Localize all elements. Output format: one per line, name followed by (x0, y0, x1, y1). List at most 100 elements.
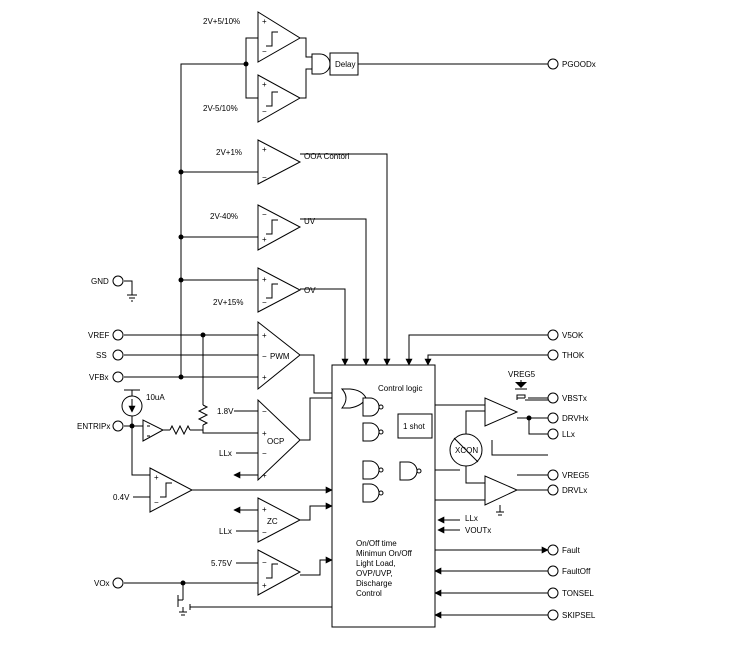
pin-ss-label: SS (96, 351, 107, 360)
svg-text:−: − (262, 173, 267, 182)
svg-text:+: + (262, 275, 267, 284)
and-gate-pgood (311, 53, 331, 75)
pgood-hi-threshold: 2V+5/10% (203, 17, 240, 26)
svg-text:+: + (262, 145, 267, 154)
pin-vfb: VFBx (89, 371, 124, 383)
ooa-threshold: 2V+1% (216, 148, 242, 157)
ocp-label: OCP (267, 437, 284, 446)
pin-pgood: PGOODx (547, 58, 596, 70)
comparator-pgood-lo: +− (257, 74, 302, 123)
control-functions-text: On/Off time Minimun On/Off Light Load, O… (356, 539, 413, 598)
svg-text:−: − (262, 558, 267, 567)
pin-vref: VREF (88, 329, 124, 341)
pin-ss: SS (96, 349, 124, 361)
pin-gnd-label: GND (91, 277, 109, 286)
svg-text:+: + (262, 235, 267, 244)
comparator-ooa: +− (257, 139, 302, 185)
llx-input-label: LLx (465, 514, 478, 523)
pin-skipsel: SKIPSEL (547, 609, 596, 621)
pgood-lo-threshold: 2V-5/10% (203, 104, 238, 113)
pin-vreg5: VREG5 (547, 469, 590, 481)
pin-entrip: ENTRIPx (77, 420, 124, 432)
nand-gate-5 (399, 461, 422, 481)
xcon-block: XCON (449, 433, 483, 467)
svg-text:−: − (262, 298, 267, 307)
entrip-threshold: 0.4V (113, 493, 130, 502)
pin-v5ok: V5OK (547, 329, 584, 341)
control-function-5: Control (356, 589, 382, 598)
control-function-4: Discharge (356, 579, 393, 588)
or-gate (340, 388, 367, 409)
vo-threshold: 5.75V (211, 559, 233, 568)
pin-drvl-label: DRVLx (562, 486, 587, 495)
control-function-3: OVP/UVP, (356, 569, 393, 578)
svg-text:−: − (262, 107, 267, 116)
high-side-driver (484, 397, 519, 427)
ooa-signal-label: OOA Contorl (304, 152, 350, 161)
pin-drvh-label: DRVHx (562, 414, 589, 423)
control-function-0: On/Off time (356, 539, 397, 548)
pin-thok: THOK (547, 349, 585, 361)
control-function-1: Minimun On/Off (356, 549, 413, 558)
svg-text:+: + (262, 17, 267, 26)
low-side-driver (484, 475, 519, 506)
vout-input-label: VOUTx (465, 526, 491, 535)
zc-label: ZC (267, 517, 278, 526)
one-shot-block: 1 shot (397, 413, 433, 439)
uv-threshold: 2V-40% (210, 212, 238, 221)
pin-vo-label: VOx (94, 579, 110, 588)
bootstrap-diode (515, 382, 527, 390)
pin-tonsel: TONSEL (547, 587, 594, 599)
nand-gate-2 (362, 422, 384, 442)
nand-gate-4 (362, 483, 384, 503)
junctions (129, 61, 532, 586)
comparator-zc: +− (257, 497, 302, 543)
ov-threshold: 2V+15% (213, 298, 243, 307)
pin-llx: LLx (547, 428, 575, 440)
pin-fault-label: Fault (562, 546, 581, 555)
pin-thok-label: THOK (562, 351, 585, 360)
delay-label: Delay (335, 60, 355, 69)
svg-text:+: + (262, 505, 267, 514)
comparator-ocp: −+−+ (257, 398, 301, 482)
pin-fault: Fault (547, 544, 581, 556)
pin-drvl: DRVLx (547, 484, 587, 496)
pin-vreg5-label: VREG5 (562, 471, 590, 480)
svg-text:+: + (262, 373, 267, 382)
comparator-vo: −+ (257, 549, 302, 596)
svg-text:+: + (262, 471, 267, 480)
comparator-ov: +− (257, 267, 302, 313)
current-source: 10uA (121, 393, 165, 417)
uv-signal-label: UV (304, 217, 316, 226)
svg-text:−: − (262, 528, 267, 537)
zc-llx-label: LLx (219, 527, 232, 536)
nand-gate-1 (362, 397, 384, 417)
vreg5-top-label: VREG5 (508, 370, 536, 379)
ov-signal-label: OV (304, 286, 316, 295)
comparator-entrip: +− (149, 467, 194, 513)
svg-text:−: − (262, 449, 267, 458)
pin-vbst: VBSTx (547, 392, 587, 404)
pin-vbst-label: VBSTx (562, 394, 587, 403)
pin-faultoff: FaultOff (547, 565, 591, 577)
control-function-2: Light Load, (356, 559, 396, 568)
pin-vref-label: VREF (88, 331, 109, 340)
svg-text:−: − (262, 210, 267, 219)
current-source-label: 10uA (146, 393, 165, 402)
svg-text:+: + (262, 80, 267, 89)
ocp-llx-label: LLx (219, 449, 232, 458)
pin-skipsel-label: SKIPSEL (562, 611, 596, 620)
comparator-pgood-hi: +− (257, 11, 301, 63)
buffer-entrip (142, 419, 165, 442)
nand-gate-3 (362, 460, 384, 480)
delay-block: Delay (329, 52, 359, 76)
pin-faultoff-label: FaultOff (562, 567, 591, 576)
pin-v5ok-label: V5OK (562, 331, 584, 340)
svg-text:−: − (262, 407, 267, 416)
svg-text:−: − (262, 352, 267, 361)
pin-llx-label: LLx (562, 430, 575, 439)
svg-text:+: + (154, 473, 159, 482)
pin-drvh: DRVHx (547, 412, 589, 424)
control-logic-label: Control logic (378, 384, 422, 393)
